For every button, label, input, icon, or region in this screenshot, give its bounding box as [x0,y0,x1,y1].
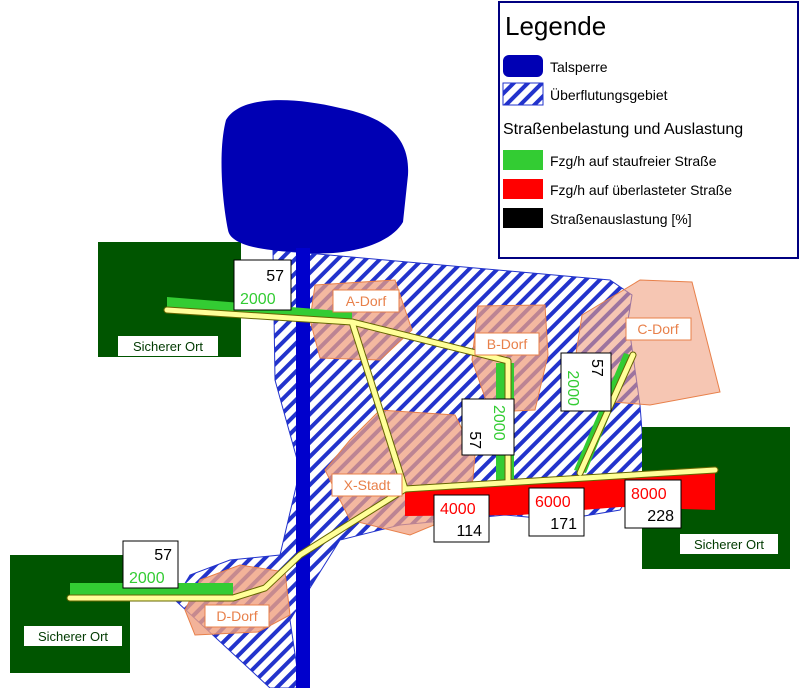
free-flow-swatch [503,150,543,170]
svg-text:228: 228 [647,508,674,525]
svg-text:2000: 2000 [564,370,581,406]
traffic-label-east-1: 4000 114 [433,494,490,543]
svg-text:B-Dorf: B-Dorf [487,336,528,352]
legend: Legende Talsperre Überflutungsgebiet Str… [498,1,799,259]
svg-text:114: 114 [456,523,482,540]
svg-text:8000: 8000 [631,486,667,503]
svg-text:2000: 2000 [490,405,507,441]
town-label-x: X-Stadt [331,473,403,497]
safe-place-south-west [10,555,130,673]
town-label-d: D-Dorf [204,604,270,628]
legend-title: Legende [505,11,606,41]
legend-item-utilization: Straßenauslastung [%] [550,211,692,227]
svg-text:4000: 4000 [440,501,476,518]
svg-text:57: 57 [266,268,284,285]
utilization-swatch [503,208,543,228]
reservoir-swatch [503,55,543,77]
svg-text:C-Dorf: C-Dorf [637,321,678,337]
traffic-label-b-road: 2000 57 [461,398,515,456]
svg-text:171: 171 [550,516,577,533]
svg-text:D-Dorf: D-Dorf [216,608,257,624]
town-label-a: A-Dorf [332,289,400,313]
svg-text:Sicherer Ort: Sicherer Ort [694,537,764,552]
svg-text:57: 57 [588,359,605,377]
svg-text:2000: 2000 [129,570,165,587]
legend-item-reservoir: Talsperre [550,59,608,75]
reservoir [221,100,409,254]
legend-subtitle: Straßenbelastung und Auslastung [503,121,743,138]
svg-text:Sicherer Ort: Sicherer Ort [38,629,108,644]
congested-swatch [503,179,543,199]
svg-text:2000: 2000 [240,291,276,308]
flood-hatch-swatch [502,82,544,106]
legend-box [498,1,799,259]
traffic-label-east-3: 8000 228 [624,479,682,529]
traffic-label-c-road: 57 2000 [560,352,612,412]
svg-text:6000: 6000 [535,494,571,511]
traffic-label-north-west: 57 2000 [233,259,292,311]
safe-place-label-south-west: Sicherer Ort [24,626,122,646]
safe-place-label-east: Sicherer Ort [680,534,778,554]
legend-item-flood-area: Überflutungsgebiet [550,86,668,103]
town-label-c: C-Dorf [625,317,692,341]
svg-text:57: 57 [154,547,172,564]
svg-text:A-Dorf: A-Dorf [346,293,387,309]
free-flow-bar-south-west [70,583,233,597]
town-label-b: B-Dorf [474,332,540,356]
svg-text:X-Stadt: X-Stadt [344,477,391,493]
svg-text:57: 57 [466,431,483,449]
traffic-label-east-2: 6000 171 [528,487,585,537]
svg-text:Sicherer Ort: Sicherer Ort [133,339,203,354]
legend-item-free-flow: Fzg/h auf staufreier Straße [550,153,717,169]
traffic-label-south-west: 57 2000 [122,540,179,589]
legend-item-congested: Fzg/h auf überlasteter Straße [550,182,732,198]
safe-place-label-north-west: Sicherer Ort [118,336,218,356]
river [296,248,310,688]
